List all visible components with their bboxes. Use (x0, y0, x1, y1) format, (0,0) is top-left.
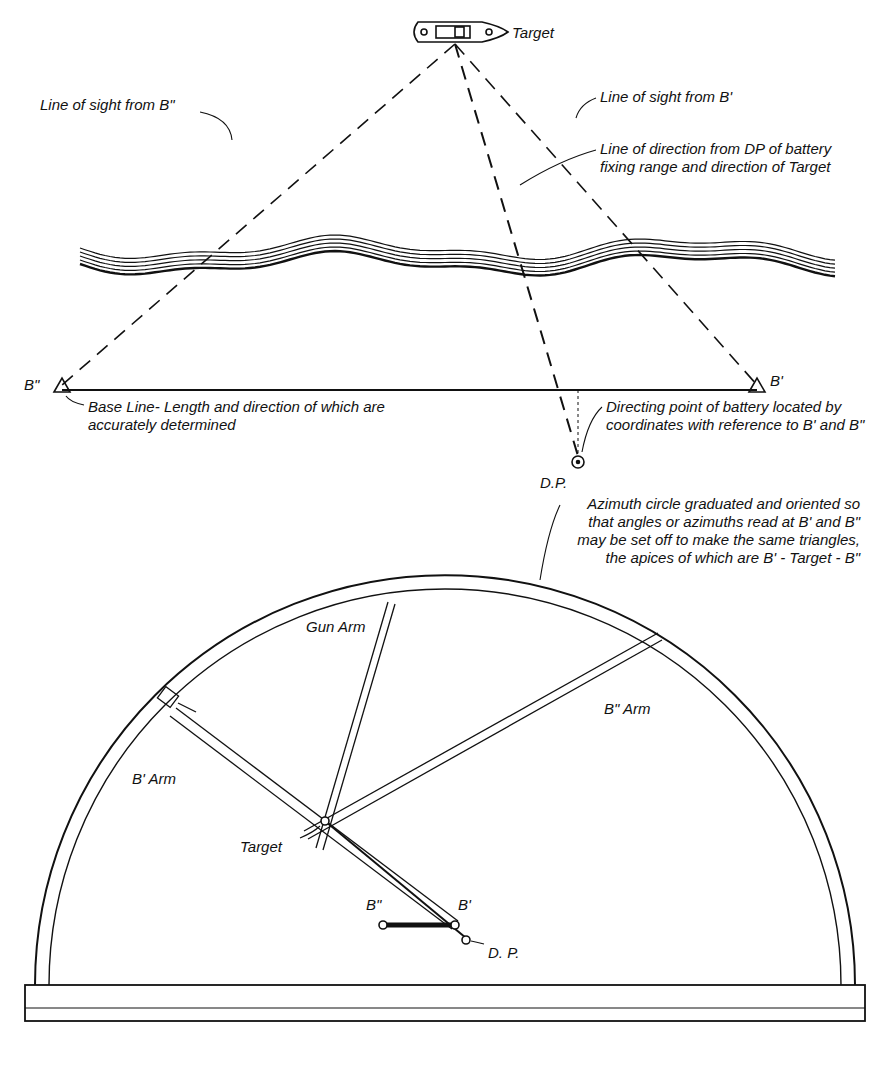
sight-line-label: Line of sight from B' (600, 88, 732, 106)
target-label: Target (512, 24, 554, 42)
directing-point-label: D. P. (488, 944, 519, 962)
ship-mast (486, 29, 492, 35)
pivot (462, 936, 470, 944)
arm (157, 687, 458, 929)
arm-label: B" Arm (604, 700, 650, 718)
direction-line-note: Line of direction from DP of battery fix… (600, 140, 862, 176)
link-bar (325, 821, 466, 938)
shoreline (80, 235, 835, 276)
station-label: B' (770, 372, 783, 390)
base-line-note: Base Line- Length and direction of which… (88, 398, 418, 434)
arm (304, 633, 662, 839)
directing-point-label: D.P. (540, 474, 567, 492)
station-label: B" (24, 376, 39, 394)
pivot (451, 921, 459, 929)
ship-mast (421, 29, 427, 35)
instrument-base (25, 1008, 865, 1009)
azimuth-circle (35, 575, 855, 985)
station-label: B" (366, 896, 381, 914)
target-pivot (321, 817, 329, 825)
base-line (62, 389, 757, 391)
arm-label: B' Arm (132, 770, 176, 788)
instrument-base (25, 985, 865, 1021)
station-triangle (54, 378, 70, 392)
dp-offset (578, 390, 579, 456)
ship-funnel (455, 27, 464, 37)
azimuth-circle (49, 589, 841, 985)
sight-line-label: Line of sight from B" (40, 96, 175, 114)
azimuth-circle-note: Azimuth circle graduated and oriented so… (560, 495, 860, 567)
ship-deck (436, 26, 470, 38)
leader-line (66, 98, 602, 452)
directing-point (577, 461, 580, 464)
base-bar (383, 923, 455, 928)
leader-line (300, 505, 560, 944)
station-triangle (749, 378, 765, 392)
shoreline (80, 251, 835, 276)
station-label: B' (458, 896, 471, 914)
arm-label: Gun Arm (306, 618, 365, 636)
target-label: Target (240, 838, 282, 856)
directing-point-note: Directing point of battery located by co… (606, 398, 868, 434)
pivot (379, 921, 387, 929)
ship-hull (414, 22, 508, 42)
arm (316, 602, 395, 850)
directing-point (572, 456, 584, 468)
